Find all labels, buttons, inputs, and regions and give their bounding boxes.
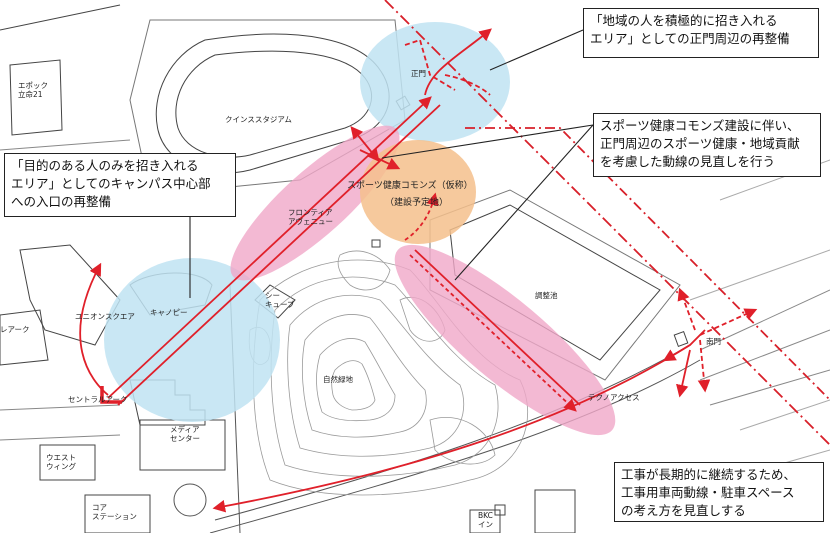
route-seimon-dash [404, 38, 456, 91]
route-frontier-cross [350, 126, 380, 162]
label-core-station: コアステーション [92, 503, 137, 521]
route-techno-dash [404, 192, 439, 241]
building-epoch [9, 59, 63, 136]
zone-techno-pink [394, 244, 616, 436]
route-south-gate-nw [677, 287, 696, 331]
label-seimon: 正門 [411, 69, 426, 78]
route-frontier-cross-2 [359, 149, 401, 170]
label-central-arc: セントラルアーク [68, 395, 128, 404]
label-minami-mon: 南門 [706, 336, 721, 346]
route-south-gate-branch [697, 339, 711, 393]
zone-frontier-pink [230, 125, 400, 281]
stadium-track-inner [175, 50, 373, 158]
zone-canopy-blue [104, 258, 280, 422]
label-union-square: ユニオンスクエア [75, 312, 135, 321]
route-seimon-upper [424, 28, 492, 96]
route-south-gate-w [676, 349, 691, 398]
label-arc-left: レアーク [0, 325, 30, 334]
label-techno-access: テクノアクセス [588, 393, 640, 402]
label-cube: シーキューブ [265, 291, 295, 309]
label-west-wing: ウエストウィング [46, 453, 76, 471]
label-canopy: キャノピー [150, 308, 188, 317]
route-corner [100, 386, 122, 404]
callout-seimon-area: 「地域の人を積極的に招き入れる エリア」としての正門周辺の再整備 [583, 8, 819, 58]
building-union-square [19, 244, 121, 346]
label-natural-green: 自然緑地 [323, 374, 353, 384]
route-main-2 [117, 104, 441, 406]
route-techno-solid [414, 249, 581, 406]
label-adjustment-pond: 調整池 [535, 290, 558, 300]
callout-construction-vehicles: 工事が長期的に継続するため、 工事用車両動線・駐車スペース の考え方を見直しする [614, 462, 824, 522]
leader-lines [189, 29, 594, 298]
building-core-station [84, 494, 151, 533]
label-queens-stadium: クインススタジアム [225, 115, 292, 124]
map-labels: エポック立命21 クインススタジアム 正門 スポーツ健康コモンズ（仮称） （建設… [0, 69, 721, 529]
building-bkc-inn [469, 509, 501, 533]
route-techno [409, 254, 577, 412]
route-south-gate [212, 329, 706, 513]
routes [79, 28, 758, 513]
label-epoch21: エポック立命21 [18, 81, 48, 99]
callout-campus-center: 「目的のある人のみを招き入れる エリア」としてのキャンパス中心部 への入口の再整… [4, 153, 236, 217]
zone-seimon-blue [360, 22, 510, 142]
building-west-wing [39, 444, 96, 481]
label-frontier-avenue: フロンティアアヴェニュー [288, 208, 333, 226]
callout-sports-commons: スポーツ健康コモンズ建設に伴い、 正門周辺のスポーツ健康・地域貢献 を考慮した動… [593, 113, 821, 177]
campus-boundary [384, 0, 830, 446]
label-sports-commons: スポーツ健康コモンズ（仮称） [347, 179, 473, 191]
route-south-gate-ne [699, 308, 758, 336]
route-south-gate-up [662, 344, 691, 362]
label-planned-site: （建設予定地） [385, 196, 448, 208]
building-arc-left [0, 309, 49, 366]
label-media-center: メディアセンター [170, 424, 200, 443]
